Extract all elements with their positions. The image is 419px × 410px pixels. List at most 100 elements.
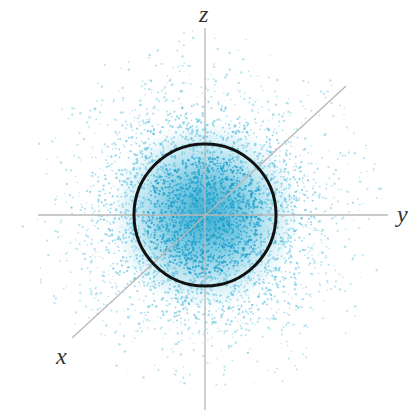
cloud-dot	[255, 190, 257, 192]
cloud-dot	[240, 295, 242, 297]
cloud-dot	[328, 264, 330, 266]
cloud-dot	[112, 276, 113, 277]
cloud-dot	[266, 318, 268, 320]
cloud-dot	[99, 111, 101, 113]
cloud-dot	[184, 219, 185, 220]
cloud-dot	[307, 81, 309, 83]
cloud-dot	[71, 107, 73, 109]
cloud-dot	[214, 187, 216, 189]
cloud-dot	[320, 90, 322, 92]
cloud-dot	[143, 142, 145, 144]
cloud-dot	[279, 150, 280, 151]
cloud-dot	[171, 267, 172, 268]
cloud-dot	[285, 277, 287, 279]
cloud-dot	[178, 248, 179, 249]
cloud-dot	[150, 278, 151, 279]
cloud-dot	[131, 195, 132, 196]
cloud-dot	[227, 169, 228, 170]
cloud-dot	[115, 271, 117, 273]
cloud-dot	[310, 163, 312, 165]
cloud-dot	[214, 84, 216, 86]
cloud-dot	[217, 119, 219, 121]
cloud-dot	[206, 178, 208, 180]
cloud-dot	[324, 133, 326, 135]
cloud-dot	[212, 236, 213, 237]
cloud-dot	[259, 252, 260, 253]
cloud-dot	[289, 153, 291, 155]
cloud-dot	[228, 133, 229, 134]
cloud-dot	[115, 282, 117, 284]
cloud-dot	[280, 247, 281, 248]
cloud-dot	[281, 255, 283, 257]
cloud-dot	[173, 185, 175, 187]
cloud-dot	[190, 83, 192, 85]
cloud-dot	[223, 110, 225, 112]
cloud-dot	[284, 300, 286, 302]
cloud-dot	[151, 174, 152, 175]
cloud-dot	[326, 246, 328, 248]
cloud-dot	[229, 261, 231, 263]
cloud-dot	[256, 221, 258, 223]
cloud-dot	[161, 153, 163, 155]
cloud-dot	[238, 180, 240, 182]
cloud-dot	[333, 217, 335, 219]
cloud-dot	[278, 250, 280, 252]
cloud-dot	[196, 103, 198, 105]
cloud-dot	[359, 277, 360, 278]
cloud-dot	[293, 230, 296, 233]
cloud-dot	[354, 305, 356, 307]
cloud-dot	[242, 165, 244, 167]
cloud-dot	[163, 192, 164, 193]
cloud-dot	[223, 225, 225, 227]
cloud-dot	[76, 248, 78, 250]
cloud-dot	[264, 129, 265, 130]
cloud-dot	[305, 286, 307, 288]
cloud-dot	[327, 90, 329, 92]
cloud-dot	[222, 305, 224, 307]
cloud-dot	[269, 163, 271, 165]
cloud-dot	[222, 165, 224, 167]
cloud-dot	[310, 223, 312, 225]
cloud-dot	[66, 202, 67, 203]
cloud-dot	[104, 281, 106, 283]
cloud-dot	[142, 239, 144, 241]
cloud-dot	[170, 210, 172, 212]
cloud-dot	[156, 171, 159, 174]
cloud-dot	[206, 209, 207, 210]
cloud-dot	[251, 307, 253, 309]
cloud-dot	[244, 119, 245, 120]
cloud-dot	[87, 267, 89, 269]
cloud-dot	[224, 178, 226, 180]
cloud-dot	[162, 170, 164, 172]
cloud-dot	[249, 223, 250, 224]
cloud-dot	[262, 178, 264, 180]
cloud-dot	[226, 239, 228, 241]
cloud-dot	[147, 184, 149, 186]
cloud-dot	[210, 96, 212, 98]
cloud-dot	[134, 109, 136, 111]
cloud-dot	[234, 221, 235, 222]
cloud-dot	[192, 243, 194, 245]
cloud-dot	[234, 263, 236, 265]
cloud-dot	[232, 131, 234, 133]
cloud-dot	[141, 174, 143, 176]
cloud-dot	[223, 266, 225, 268]
cloud-dot	[90, 293, 93, 296]
cloud-dot	[101, 86, 103, 88]
cloud-dot	[86, 229, 88, 231]
cloud-dot	[214, 270, 216, 272]
cloud-dot	[110, 265, 112, 267]
cloud-dot	[262, 177, 263, 178]
cloud-dot	[57, 236, 59, 238]
cloud-dot	[244, 241, 246, 243]
cloud-dot	[227, 137, 229, 139]
cloud-dot	[115, 287, 117, 289]
cloud-dot	[274, 241, 277, 244]
cloud-dot	[190, 234, 192, 236]
cloud-dot	[129, 218, 131, 220]
cloud-dot	[97, 308, 99, 310]
cloud-dot	[269, 146, 271, 148]
cloud-dot	[135, 133, 136, 134]
cloud-dot	[175, 238, 176, 239]
cloud-dot	[290, 256, 292, 258]
